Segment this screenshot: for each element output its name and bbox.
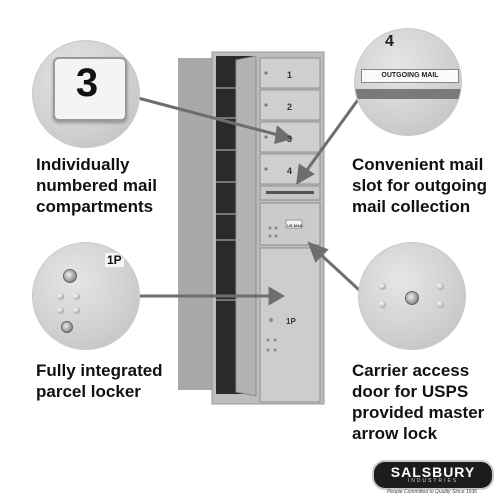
callout-numbered-compartment: 3 xyxy=(32,40,140,148)
caption-line: compartments xyxy=(36,197,154,216)
compartment-label-1: 1 xyxy=(287,70,292,80)
number-plate xyxy=(53,57,127,121)
parcel-lock-icon xyxy=(61,321,73,333)
callout-carrier-door xyxy=(358,242,466,350)
outgoing-number: 4 xyxy=(385,33,394,50)
caption-line: Carrier access xyxy=(352,361,470,380)
caption-line: Convenient mail xyxy=(352,155,484,174)
caption-line: numbered mail xyxy=(36,176,157,195)
caption-parcel: Fully integrated parcel locker xyxy=(36,360,163,402)
caption-line: mail collection xyxy=(352,197,471,216)
caption-carrier: Carrier access door for USPS provided ma… xyxy=(352,360,484,444)
parcel-locker-tag: 1P xyxy=(105,253,124,267)
brand-tagline: People Committed to Quality Since 1936 xyxy=(386,489,478,495)
caption-line: door for USPS xyxy=(352,382,469,401)
open-master-door xyxy=(235,55,257,397)
caption-line: parcel locker xyxy=(36,382,141,401)
carrier-door xyxy=(259,202,321,246)
outgoing-slot-detail xyxy=(355,89,461,99)
compartment-number: 3 xyxy=(75,61,99,105)
caption-line: Individually xyxy=(36,155,130,174)
rivet-icon xyxy=(379,283,386,290)
caption-line: Fully integrated xyxy=(36,361,163,380)
cabinet-side-panel xyxy=(178,58,214,390)
callout-outgoing-mail: 4 OUTGOING MAIL xyxy=(354,28,462,136)
parcel-label: 1P xyxy=(286,317,296,326)
brand-name: SALSBURY xyxy=(390,464,476,480)
caption-line: provided master xyxy=(352,403,485,422)
caption-numbered: Individually numbered mail compartments xyxy=(36,154,157,217)
caption-line: slot for outgoing xyxy=(352,176,488,195)
rivet-icon xyxy=(57,293,64,300)
rivet-icon xyxy=(437,301,444,308)
rivet-icon xyxy=(379,301,386,308)
rivet-icon xyxy=(57,307,64,314)
caption-outgoing: Convenient mail slot for outgoing mail c… xyxy=(352,154,487,217)
rivet-icon xyxy=(73,307,80,314)
brand-sub: INDUSTRIES xyxy=(407,478,459,484)
master-arrow-lock-icon xyxy=(405,291,419,305)
compartment-label-4: 4 xyxy=(287,166,292,176)
outgoing-mail-label: OUTGOING MAIL xyxy=(361,69,459,83)
callout-parcel-locker: 1P xyxy=(32,242,140,350)
compartment-label-3: 3 xyxy=(287,134,292,144)
rivet-icon xyxy=(73,293,80,300)
caption-line: arrow lock xyxy=(352,424,438,443)
rivet-icon xyxy=(437,283,444,290)
carrier-plate-label: US MAIL xyxy=(287,223,304,228)
parcel-locker-door xyxy=(259,247,321,403)
salsbury-logo: SALSBURY INDUSTRIES xyxy=(372,460,494,490)
compartment-label-2: 2 xyxy=(287,102,292,112)
parcel-lock-icon xyxy=(63,269,77,283)
